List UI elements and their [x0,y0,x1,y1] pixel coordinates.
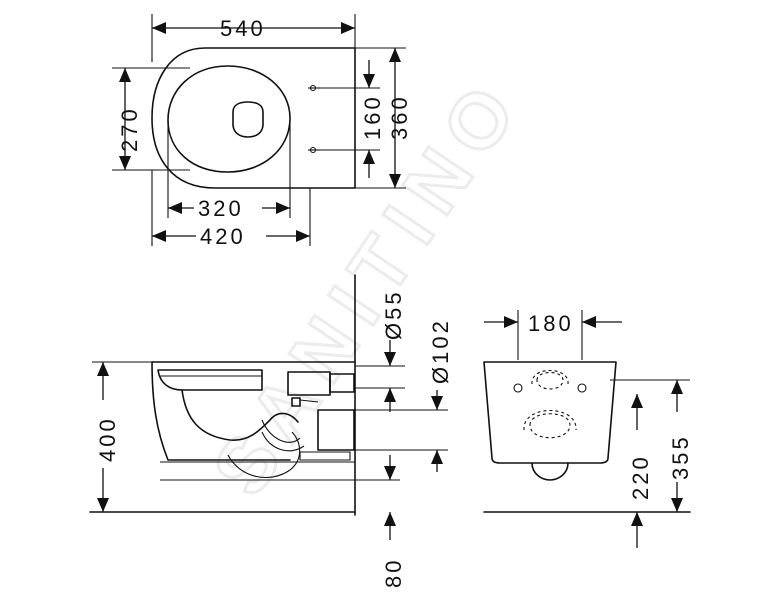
drain-outline [232,101,264,138]
dim-floor-clearance: 80 [381,558,406,588]
rear-view: 180 220 355 [483,310,693,548]
dim-inlet-diameter: Ø55 [381,289,406,340]
dim-outlet-height: 220 [628,454,653,500]
dim-outlet-diameter: Ø102 [428,318,453,384]
dim-bolt-height: 355 [668,434,693,480]
dim-bolt-distance: 180 [528,311,574,336]
dim-height-total: 360 [387,94,412,140]
outlet-connector [317,409,355,451]
dim-bolt-spacing: 160 [360,94,385,140]
dim-depth: 270 [117,106,142,152]
rear-bolt-hole [577,383,587,393]
inlet-block [287,371,331,396]
dim-width-total: 540 [220,16,266,41]
inlet-connector [329,373,355,393]
rear-outline [483,361,617,464]
dim-inner-width: 320 [198,196,244,221]
seat [157,369,263,391]
body-front [151,361,291,461]
rear-outlet [531,462,569,481]
dim-side-height: 400 [95,416,120,462]
side-view: 400 Ø55 Ø102 80 [89,274,453,588]
bowl-outline [151,47,356,189]
top-view: 540 270 160 360 320 [112,14,412,249]
rear-bolt-hole [513,383,523,393]
inner-bowl [167,65,291,173]
dim-seat-width: 420 [200,224,246,249]
